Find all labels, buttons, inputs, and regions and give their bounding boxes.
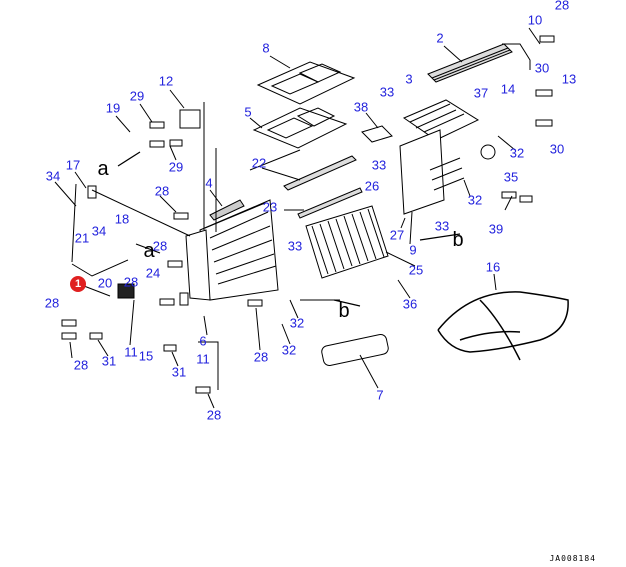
part-label[interactable]: 29 bbox=[129, 88, 145, 104]
part-label[interactable]: 24 bbox=[145, 265, 161, 281]
callout-badge: 1 bbox=[70, 276, 86, 292]
part-label[interactable]: 28 bbox=[253, 349, 269, 365]
part-25-evaporator bbox=[305, 205, 389, 279]
part-label[interactable]: 33 bbox=[287, 238, 303, 254]
part-label[interactable]: 28 bbox=[206, 407, 222, 423]
part-label[interactable]: 3 bbox=[405, 71, 413, 87]
part-label[interactable]: 32 bbox=[467, 192, 483, 208]
part-label[interactable]: 28 bbox=[152, 238, 168, 254]
part-label[interactable]: 38 bbox=[353, 99, 369, 115]
connector-letter-a: a bbox=[97, 158, 109, 180]
part-label[interactable]: 33 bbox=[379, 84, 395, 100]
connector-letter-b: b bbox=[452, 229, 464, 251]
part-label[interactable]: 15 bbox=[138, 348, 154, 364]
part-label[interactable]: 36 bbox=[402, 296, 418, 312]
part-label[interactable]: 27 bbox=[389, 227, 405, 243]
part-16-harness bbox=[437, 273, 569, 361]
part-label[interactable]: 13 bbox=[561, 71, 577, 87]
part-label[interactable]: 26 bbox=[364, 178, 380, 194]
part-4-housing bbox=[185, 199, 279, 301]
part-label[interactable]: 14 bbox=[500, 81, 516, 97]
part-label[interactable]: 7 bbox=[376, 387, 384, 403]
part-label[interactable]: 30 bbox=[534, 60, 550, 76]
part-label[interactable]: 31 bbox=[101, 353, 117, 369]
part-label[interactable]: 20 bbox=[97, 275, 113, 291]
drawing-code: JA008184 bbox=[549, 554, 596, 563]
part-label[interactable]: 10 bbox=[527, 12, 543, 28]
part-label[interactable]: 19 bbox=[105, 100, 121, 116]
part-label[interactable]: 32 bbox=[281, 342, 297, 358]
part-7-gasket bbox=[321, 333, 389, 389]
part-label[interactable]: 16 bbox=[485, 259, 501, 275]
part-label[interactable]: 37 bbox=[473, 85, 489, 101]
part-label[interactable]: 34 bbox=[91, 223, 107, 239]
part-label[interactable]: 5 bbox=[244, 104, 252, 120]
part-label[interactable]: 32 bbox=[509, 145, 525, 161]
part-label[interactable]: 17 bbox=[65, 157, 81, 173]
part-label[interactable]: 22 bbox=[251, 155, 267, 171]
part-label[interactable]: 28 bbox=[73, 357, 89, 373]
screws bbox=[61, 35, 555, 394]
part-2-heater-core bbox=[427, 43, 531, 83]
part-label[interactable]: 35 bbox=[503, 169, 519, 185]
part-label[interactable]: 25 bbox=[408, 262, 424, 278]
part-label[interactable]: 32 bbox=[289, 315, 305, 331]
part-label[interactable]: 31 bbox=[171, 364, 187, 380]
part-label[interactable]: 2 bbox=[436, 30, 444, 46]
part-label[interactable]: 28 bbox=[44, 295, 60, 311]
part-22-strip bbox=[283, 155, 357, 191]
part-label[interactable]: 39 bbox=[488, 221, 504, 237]
part-label[interactable]: 23 bbox=[262, 199, 278, 215]
connector-letter-b: b bbox=[338, 300, 350, 322]
part-label[interactable]: 34 bbox=[45, 168, 61, 184]
part-label[interactable]: 12 bbox=[158, 73, 174, 89]
part-label[interactable]: 30 bbox=[549, 141, 565, 157]
part-label[interactable]: 21 bbox=[74, 230, 90, 246]
part-label[interactable]: 28 bbox=[123, 274, 139, 290]
part-8-cover bbox=[256, 55, 356, 105]
part-label[interactable]: 33 bbox=[371, 157, 387, 173]
part-label[interactable]: 11 bbox=[124, 344, 138, 360]
part-38 bbox=[361, 125, 393, 143]
part-label[interactable]: 29 bbox=[168, 159, 184, 175]
connector-letter-a: a bbox=[143, 240, 155, 262]
part-label[interactable]: 28 bbox=[554, 0, 570, 13]
part-5-frame bbox=[249, 107, 348, 149]
part-label[interactable]: 4 bbox=[205, 175, 213, 191]
part-3-case bbox=[399, 99, 480, 215]
part-label[interactable]: 6 bbox=[199, 333, 207, 349]
part-label[interactable]: 9 bbox=[409, 242, 417, 258]
part-label[interactable]: 8 bbox=[262, 40, 270, 56]
part-label[interactable]: 28 bbox=[154, 183, 170, 199]
part-label[interactable]: 18 bbox=[114, 211, 130, 227]
part-label[interactable]: 33 bbox=[434, 218, 450, 234]
part-label[interactable]: 11 bbox=[196, 351, 210, 367]
